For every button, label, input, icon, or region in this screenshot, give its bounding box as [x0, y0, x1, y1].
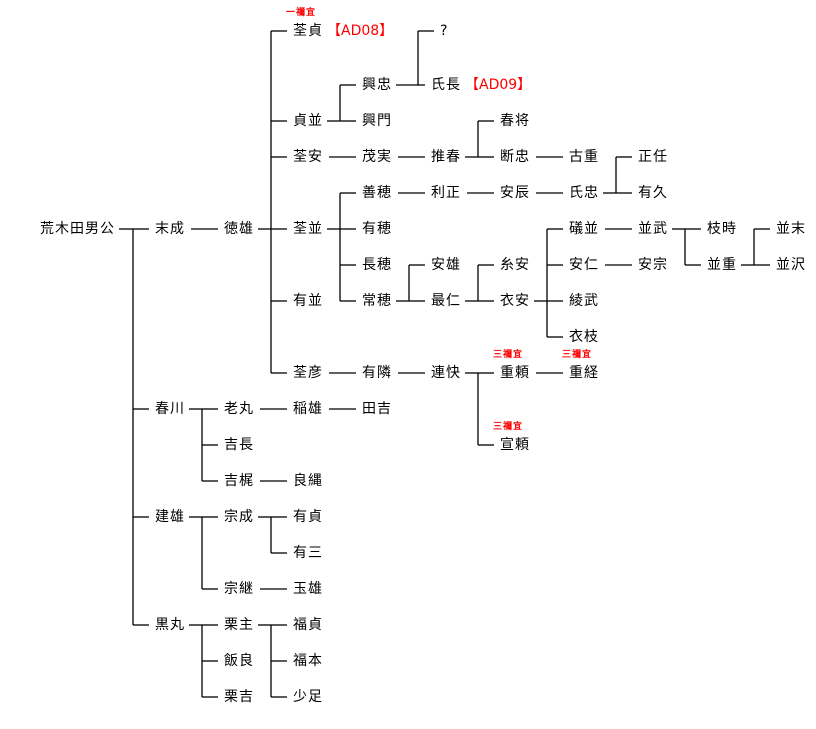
person-namisawa: 並沢: [776, 257, 806, 273]
person-yoshiho: 善穂: [362, 185, 392, 201]
person-ayatake: 綾武: [569, 293, 599, 309]
person-nobuyori: 宣頼: [500, 437, 530, 453]
person-nagaho: 長穂: [362, 257, 392, 273]
rank-note: 三禰宜: [493, 350, 524, 360]
person-furushige: 古重: [569, 149, 599, 165]
person-kurinushi: 栗主: [224, 617, 254, 633]
person-namishige: 並重: [707, 257, 737, 273]
person-toshimasa: 利正: [431, 185, 461, 201]
person-fukusada: 福貞: [293, 617, 323, 633]
rank-note: 一禰宜: [286, 8, 317, 18]
person-harukawa: 春川: [155, 401, 185, 417]
person-harumasa: 春将: [500, 113, 530, 129]
person-yoshitada: 良縄: [293, 473, 323, 489]
person-namitake: 並武: [638, 221, 668, 237]
rank-note: 三禰宜: [493, 422, 524, 432]
person-kukinami: 荃並: [293, 221, 323, 237]
person-koromoyasu: 衣安: [500, 293, 530, 309]
person-yoshinaga: 吉長: [224, 437, 254, 453]
person-shigeyori: 重頼: [500, 365, 530, 381]
person-aritonari: 有隣: [362, 365, 392, 381]
person-kuki_sada: 荃貞: [293, 23, 323, 39]
person-oimaru: 老丸: [224, 401, 254, 417]
person-oiharu: 推春: [431, 149, 461, 165]
person-edatoki: 枝時: [707, 221, 737, 237]
person-root: 荒木田男公: [40, 221, 115, 237]
person-shigezane: 茂実: [362, 149, 392, 165]
person-arihisa: 有久: [638, 185, 668, 201]
person-masatou: 正任: [638, 149, 668, 165]
person-isonami: 礒並: [569, 221, 599, 237]
person-yasuo: 安雄: [431, 257, 461, 273]
person-munenari: 宗成: [224, 509, 254, 525]
person-tadatada: 断忠: [500, 149, 530, 165]
person-unknown: ?: [440, 23, 449, 39]
person-renkai: 連快: [431, 365, 461, 381]
person-fukumoto: 福本: [293, 653, 323, 669]
era-tag: 【AD09】: [465, 77, 532, 93]
person-kuki_yasu: 荃安: [293, 149, 323, 165]
person-ujinaga: 氏長: [431, 77, 461, 93]
person-yoshikaji: 吉梶: [224, 473, 254, 489]
person-kuriyoshi: 栗吉: [224, 689, 254, 705]
person-sadanami: 貞並: [293, 113, 323, 129]
person-munetsugu: 宗継: [224, 581, 254, 597]
person-norio: 徳雄: [224, 221, 254, 237]
person-arinami: 有並: [293, 293, 323, 309]
person-kuromaru: 黒丸: [155, 617, 185, 633]
rank-note: 三禰宜: [562, 350, 593, 360]
person-yasumune: 安宗: [638, 257, 668, 273]
person-okitada: 興忠: [362, 77, 392, 93]
person-arimitsu: 有三: [293, 545, 323, 561]
person-kuki_hiko: 荃彦: [293, 365, 323, 381]
person-suenari: 末成: [155, 221, 185, 237]
person-ujitada: 氏忠: [569, 185, 599, 201]
person-koromoeda: 衣枝: [569, 329, 599, 345]
person-yasuhito: 安仁: [569, 257, 599, 273]
person-takichi: 田吉: [362, 401, 392, 417]
person-ariho: 有穂: [362, 221, 392, 237]
person-tateo: 建雄: [155, 509, 185, 525]
person-namisue: 並末: [776, 221, 806, 237]
person-tsuneho: 常穂: [362, 293, 392, 309]
person-yasutoki: 安辰: [500, 185, 530, 201]
era-tag: 【AD08】: [327, 23, 394, 39]
person-arisada: 有貞: [293, 509, 323, 525]
person-inao: 稲雄: [293, 401, 323, 417]
person-itoyasu: 糸安: [500, 257, 530, 273]
person-iiyoshi: 飯良: [224, 653, 254, 669]
person-tamao: 玉雄: [293, 581, 323, 597]
person-mojin: 最仁: [431, 293, 461, 309]
person-okikado: 興門: [362, 113, 392, 129]
person-sukunatari: 少足: [293, 689, 323, 705]
person-shigetsune: 重経: [569, 365, 599, 381]
